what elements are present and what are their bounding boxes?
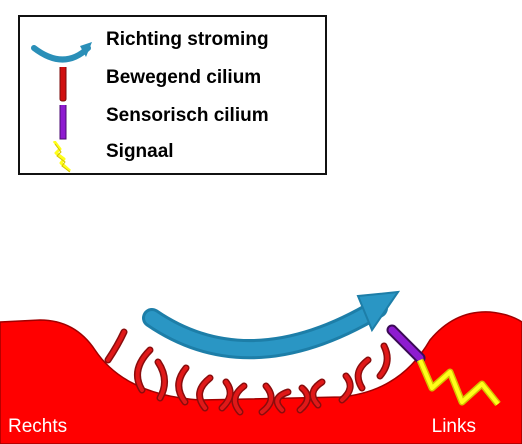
legend-row-sensory: Sensorisch cilium xyxy=(20,105,325,140)
motile-cilia xyxy=(104,328,391,416)
legend: Richting stroming Bewegend cilium Sensor… xyxy=(18,15,327,175)
sensory-cilium xyxy=(386,324,426,364)
legend-row-motile: Bewegend cilium xyxy=(20,67,325,102)
legend-label-motile: Bewegend cilium xyxy=(106,67,262,88)
signal-bolt xyxy=(416,358,501,407)
legend-label-sensory: Sensorisch cilium xyxy=(106,105,269,126)
right-side-label: Links xyxy=(431,416,476,437)
legend-row-flow: Richting stroming xyxy=(20,29,325,63)
motile-cilium xyxy=(106,330,390,414)
legend-row-signal: Signaal xyxy=(20,141,325,173)
left-side-label: Rechts xyxy=(8,416,68,437)
legend-label-flow: Richting stroming xyxy=(106,29,269,50)
flow-arrow xyxy=(142,290,401,360)
tissue xyxy=(0,311,522,444)
lightning-bolt-icon xyxy=(52,141,71,173)
curved-arrow-icon xyxy=(31,42,92,63)
sensory-cilium-icon xyxy=(59,105,67,140)
motile-cilium-icon xyxy=(59,67,67,102)
legend-label-signal: Signaal xyxy=(106,141,174,162)
